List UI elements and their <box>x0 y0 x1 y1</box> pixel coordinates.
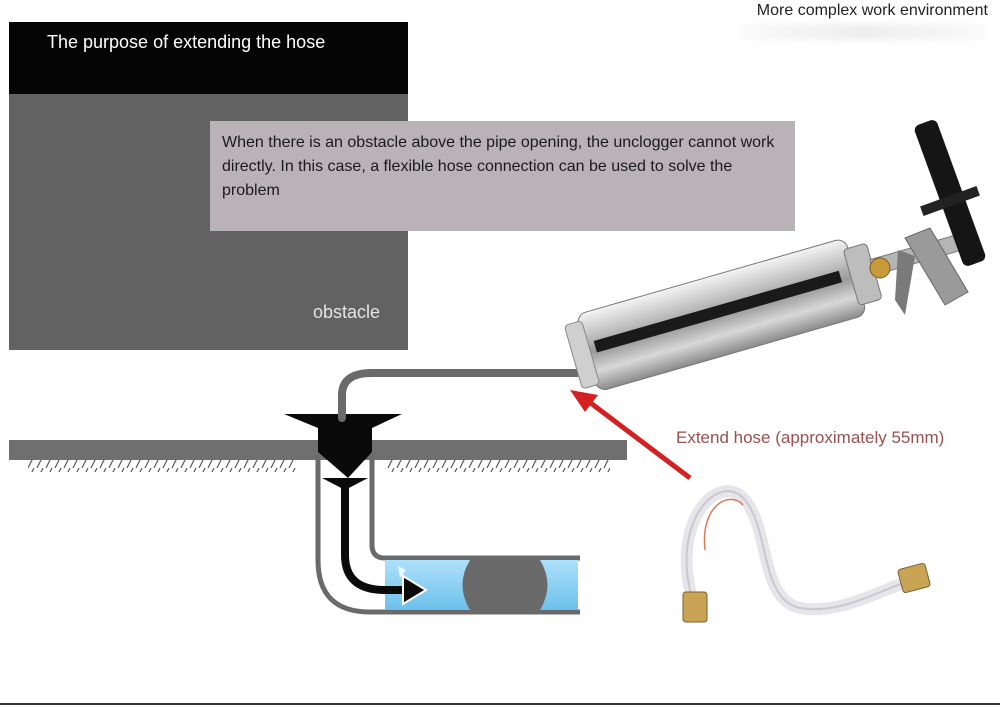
caption-shadow <box>741 24 986 40</box>
explanation-note: When there is an obstacle above the pipe… <box>210 121 795 231</box>
top-caption: More complex work environment <box>756 2 988 19</box>
obstacle-label: obstacle <box>313 302 381 322</box>
drain-funnel <box>284 414 402 490</box>
connecting-hose <box>338 369 594 422</box>
bottom-divider <box>0 703 1000 705</box>
header-title: The purpose of extending the hose <box>47 32 326 52</box>
unclogger-gun <box>564 120 986 390</box>
drain-pipe <box>315 455 580 615</box>
hose-label: Extend hose (approximately 55mm) <box>676 428 945 447</box>
flow-arrow <box>341 488 428 606</box>
header-banner: The purpose of extending the hose <box>9 22 408 94</box>
red-pointer-arrow <box>570 390 692 480</box>
extension-hose-product <box>680 485 931 623</box>
